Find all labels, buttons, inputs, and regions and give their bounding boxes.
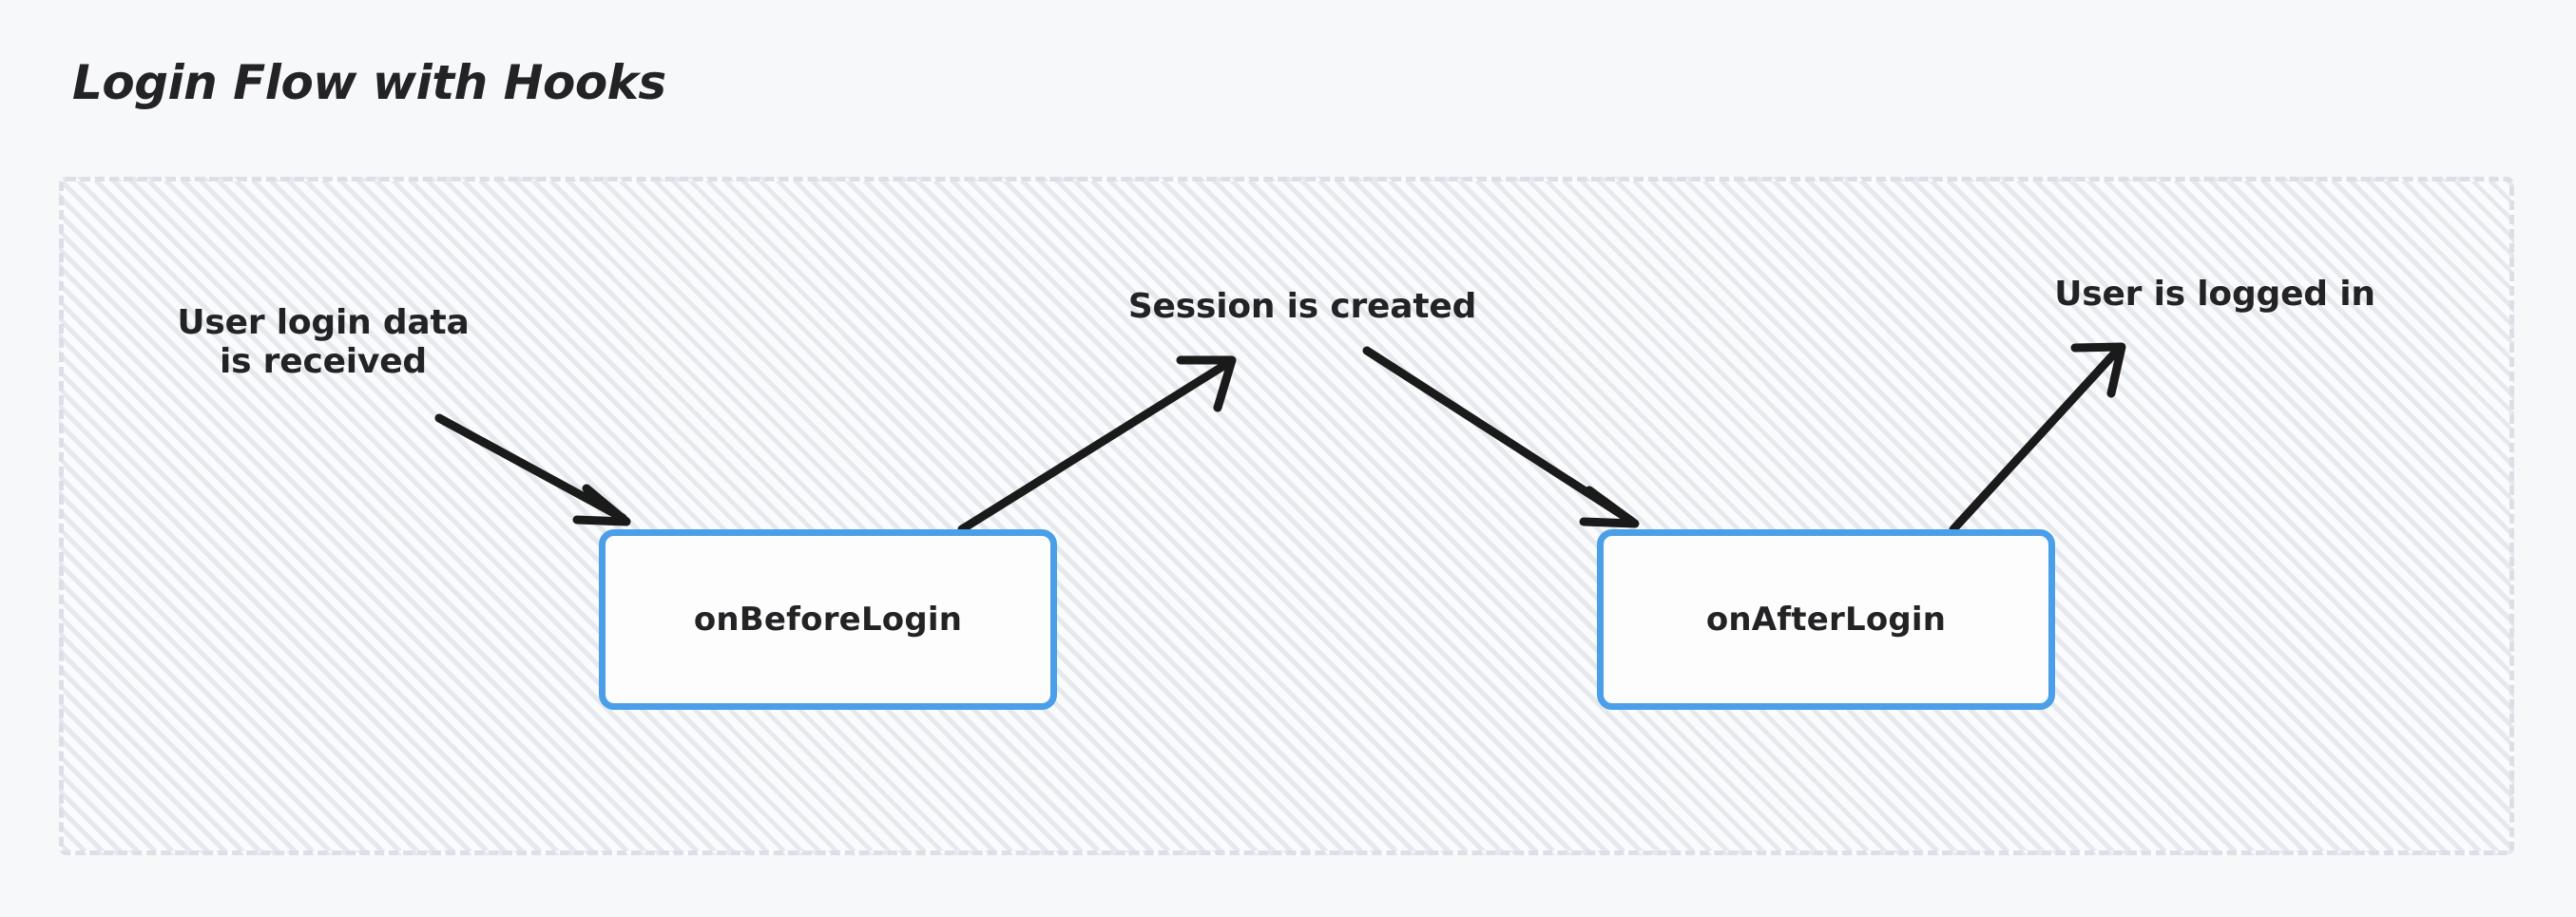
edge-label-user-login-data: User login data is received bbox=[177, 303, 470, 381]
node-on-after-login[interactable]: onAfterLogin bbox=[1597, 529, 2055, 710]
page-title: Login Flow with Hooks bbox=[72, 55, 666, 110]
edge-label-session-created: Session is created bbox=[1127, 287, 1477, 326]
edge-label-user-logged-in: User is logged in bbox=[2054, 275, 2375, 314]
node-on-before-login[interactable]: onBeforeLogin bbox=[599, 529, 1057, 710]
node-label: onBeforeLogin bbox=[693, 601, 963, 639]
node-label: onAfterLogin bbox=[1705, 601, 1947, 639]
